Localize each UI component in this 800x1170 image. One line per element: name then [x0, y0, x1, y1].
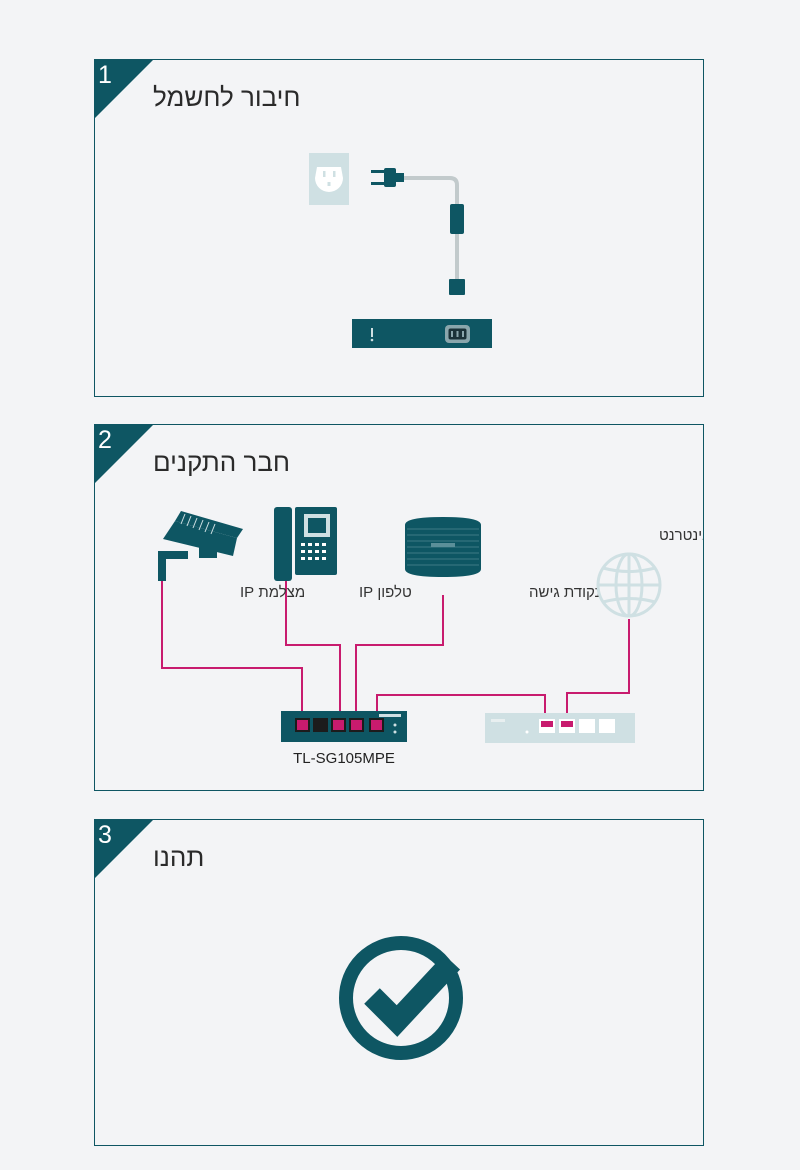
access-point-label: נקודת גישה: [529, 584, 600, 601]
step-1-title: חיבור לחשמל: [153, 82, 301, 112]
step-2-title: חבר התקנים: [153, 447, 291, 477]
step-2-panel: 2 חבר התקנים מצלמת IP: [94, 424, 704, 791]
switch-rear-panel: [352, 319, 492, 348]
switch-model-label: TL-SG105MPE: [293, 750, 395, 767]
step-1-number: 1: [98, 61, 112, 89]
step-3-panel: 3 תהנו: [94, 819, 704, 1146]
poe-switch: [281, 711, 407, 742]
power-illustration: [309, 153, 492, 348]
check-circle-icon: [339, 936, 463, 1060]
phone-label: טלפון IP: [359, 584, 412, 601]
step-2-number: 2: [98, 426, 112, 454]
step-2-corner: [95, 425, 153, 483]
step-3-title: תהנו: [153, 842, 205, 872]
ethernet-cables: [161, 579, 630, 717]
power-cable-icon: [371, 168, 465, 295]
globe-icon: [596, 552, 662, 618]
done-illustration: [339, 936, 463, 1060]
devices-diagram: מצלמת IP טלפון IP: [158, 507, 704, 767]
internet-label: אינטרנט: [659, 527, 704, 544]
phone-icon: [274, 507, 337, 581]
camera-icon: [158, 511, 243, 581]
step-3-corner: [95, 820, 153, 878]
step-3-number: 3: [98, 821, 112, 849]
step-1-corner: [95, 60, 153, 118]
wall-outlet-icon: [309, 153, 349, 205]
router-icon: [485, 713, 635, 743]
access-point-icon: [405, 517, 481, 577]
step-1-panel: 1 חיבור לחשמל: [94, 59, 704, 397]
camera-label: מצלמת IP: [240, 584, 305, 601]
